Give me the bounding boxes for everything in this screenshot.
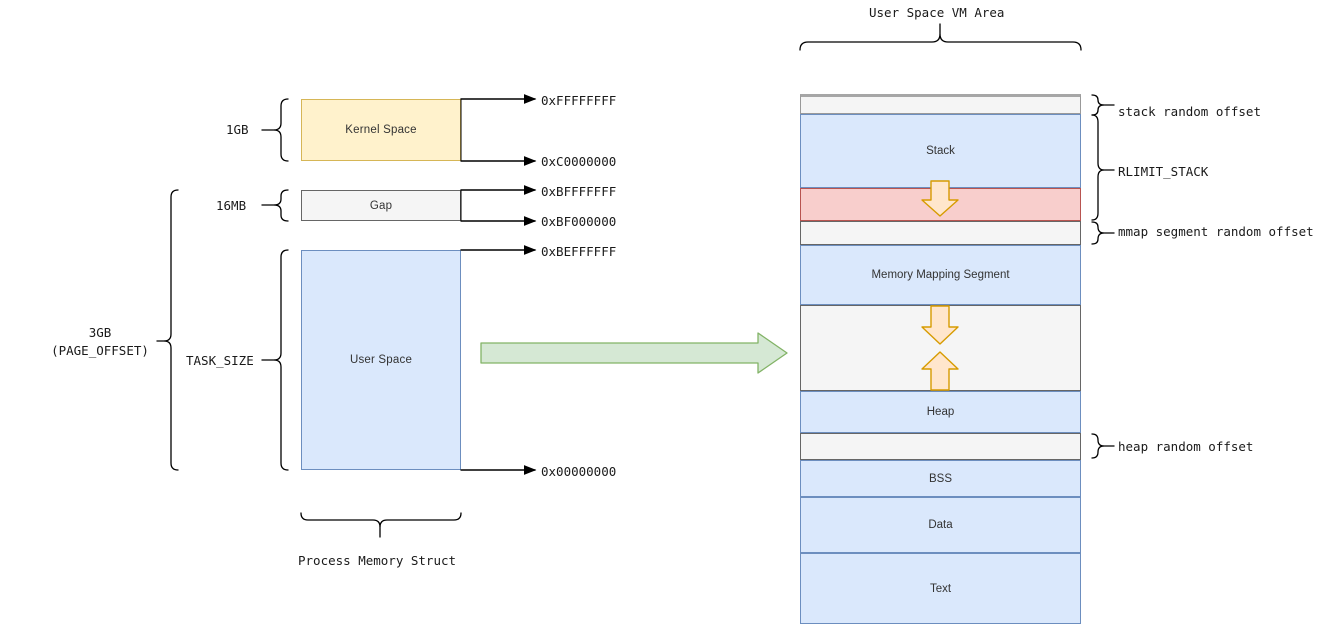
annotation-mmap-segment-random-offset: mmap segment random offset bbox=[1118, 224, 1314, 239]
total-size-label-line1: 3GB bbox=[88, 325, 112, 340]
size-label-16mb: 16MB bbox=[216, 198, 247, 213]
brace-16mb bbox=[261, 189, 289, 222]
mmap-random-offset-band[interactable] bbox=[800, 221, 1081, 245]
heap-random-offset-band[interactable] bbox=[800, 433, 1081, 460]
bss-band[interactable]: BSS bbox=[800, 460, 1081, 497]
address-connector-lines bbox=[460, 94, 537, 475]
user-space-label: User Space bbox=[349, 354, 413, 366]
text-band-label: Text bbox=[929, 582, 952, 595]
data-band-label: Data bbox=[928, 519, 953, 531]
annotation-stack-random-offset: stack random offset bbox=[1118, 104, 1261, 119]
brace-1gb bbox=[261, 98, 289, 162]
data-band[interactable]: Data bbox=[800, 497, 1081, 553]
brace-heap-random-offset bbox=[1091, 433, 1115, 459]
memory-mapping-segment-band-label: Memory Mapping Segment bbox=[871, 269, 1010, 281]
address-label-0xffffffff: 0xFFFFFFFF bbox=[541, 93, 617, 108]
address-label-0xbeffffff: 0xBEFFFFFF bbox=[541, 244, 617, 259]
kernel-space-box[interactable]: Kernel Space bbox=[301, 99, 461, 161]
heap-band-label: Heap bbox=[926, 406, 955, 418]
brace-3gb-page-offset bbox=[156, 189, 179, 471]
brace-user-space-vm-area bbox=[799, 23, 1082, 51]
stack-growth-band[interactable] bbox=[800, 188, 1081, 221]
brace-task-size bbox=[261, 249, 289, 471]
bss-band-label: BSS bbox=[928, 472, 952, 485]
stack-band-label: Stack bbox=[926, 145, 955, 157]
annotation-heap-random-offset: heap random offset bbox=[1118, 439, 1254, 454]
gap-box[interactable]: Gap bbox=[301, 190, 461, 221]
size-label-1gb: 1GB bbox=[226, 122, 249, 137]
address-label-0x00000000: 0x00000000 bbox=[541, 464, 617, 479]
total-size-label-line2: (PAGE_OFFSET) bbox=[51, 343, 149, 358]
process-memory-struct-caption: Process Memory Struct bbox=[298, 553, 457, 568]
brace-stack-random-offset bbox=[1091, 94, 1115, 116]
text-band[interactable]: Text bbox=[800, 553, 1081, 624]
address-label-0xbf000000: 0xBF000000 bbox=[541, 214, 617, 229]
free-growth-band[interactable] bbox=[800, 305, 1081, 391]
size-label-task-size: TASK_SIZE bbox=[186, 353, 254, 368]
stack-random-offset-band[interactable] bbox=[800, 94, 1081, 114]
brace-process-memory-struct bbox=[300, 512, 462, 538]
memory-mapping-segment-band[interactable]: Memory Mapping Segment bbox=[800, 245, 1081, 305]
brace-rlimit-stack bbox=[1091, 114, 1115, 221]
address-label-0xbfffffff: 0xBFFFFFFF bbox=[541, 184, 617, 199]
expand-arrow bbox=[480, 332, 788, 374]
stack-band[interactable]: Stack bbox=[800, 114, 1081, 188]
gap-label: Gap bbox=[369, 199, 393, 212]
heap-band[interactable]: Heap bbox=[800, 391, 1081, 433]
kernel-space-label: Kernel Space bbox=[345, 124, 417, 136]
brace-mmap-segment-random-offset bbox=[1091, 221, 1115, 245]
user-space-vm-area-title: User Space VM Area bbox=[869, 5, 1005, 20]
address-label-0xc0000000: 0xC0000000 bbox=[541, 154, 617, 169]
annotation-rlimit-stack: RLIMIT_STACK bbox=[1118, 164, 1209, 179]
user-space-box[interactable]: User Space bbox=[301, 250, 461, 470]
